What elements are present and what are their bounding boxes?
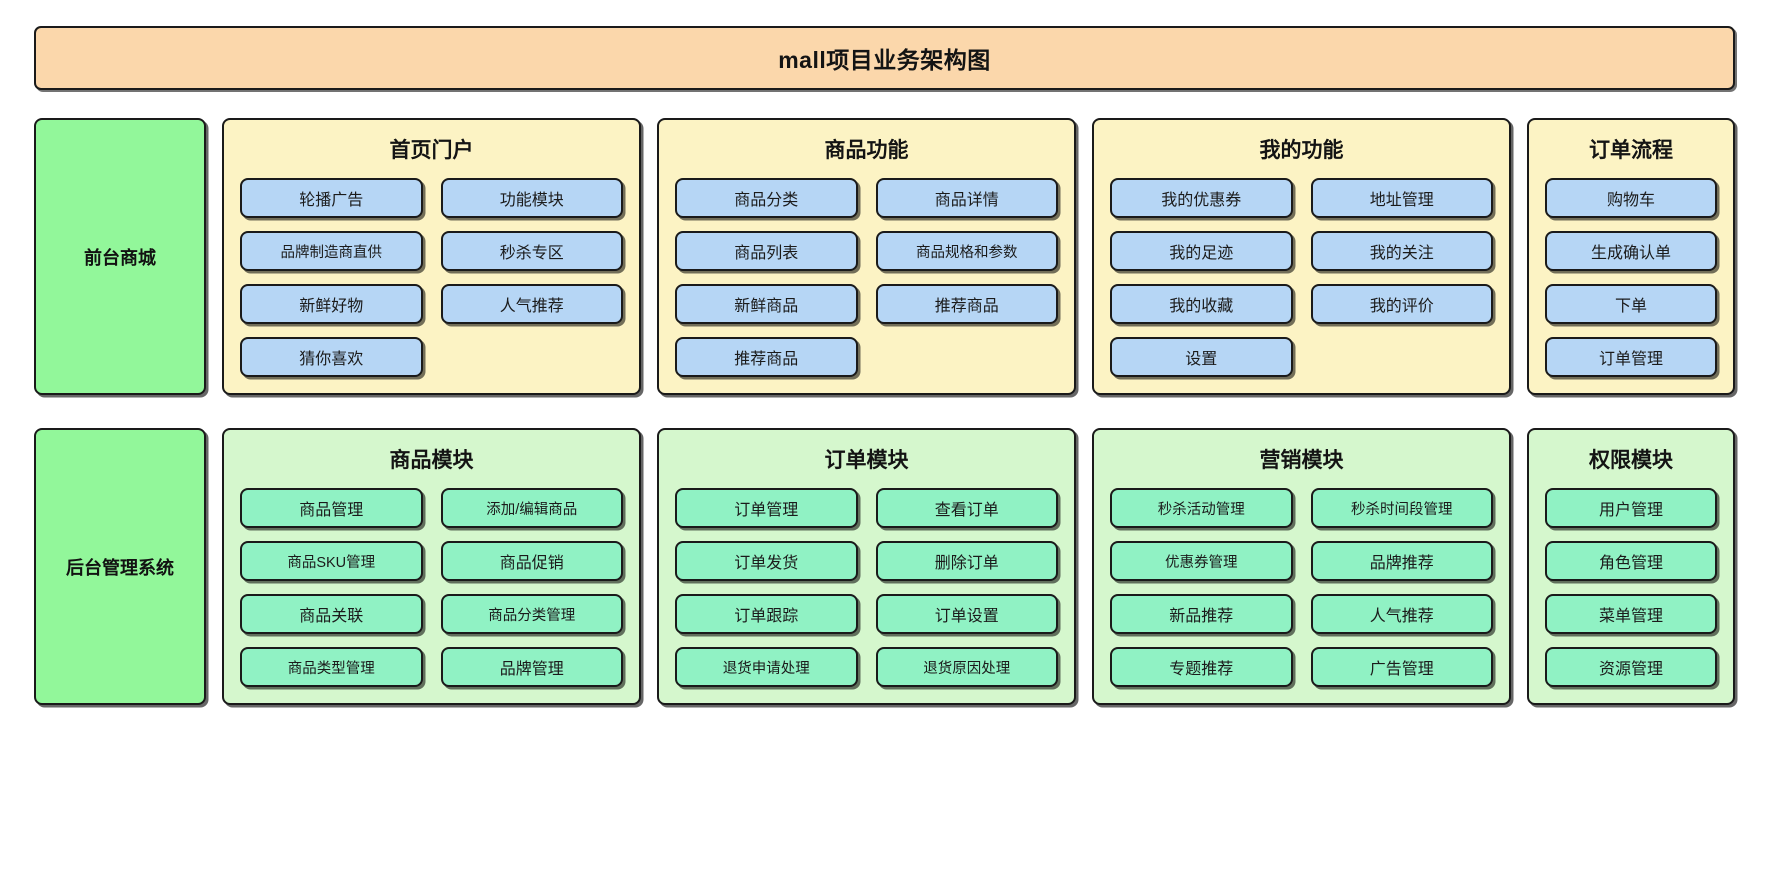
- diagram-title-banner: mall项目业务架构图: [34, 26, 1735, 90]
- backend-group-list: 商品模块 商品管理 添加/编辑商品 商品SKU管理 商品促销 商品关联 商品分类…: [222, 428, 1735, 705]
- node-my-favorites[interactable]: 我的收藏: [1110, 284, 1293, 324]
- node-fresh-goods[interactable]: 新鲜好物: [240, 284, 423, 324]
- node-product-category-admin[interactable]: 商品分类管理: [440, 594, 623, 634]
- node-popular-recommend-admin[interactable]: 人气推荐: [1310, 594, 1493, 634]
- group-product-module-title: 商品模块: [389, 449, 474, 472]
- node-address-management[interactable]: 地址管理: [1310, 178, 1493, 218]
- group-product-module-items: 商品管理 添加/编辑商品 商品SKU管理 商品促销 商品关联 商品分类管理 商品…: [240, 488, 623, 687]
- node-role-admin[interactable]: 角色管理: [1545, 541, 1717, 581]
- node-view-order[interactable]: 查看订单: [875, 488, 1058, 528]
- node-product-spec-and-params[interactable]: 商品规格和参数: [875, 231, 1058, 271]
- node-topic-recommend[interactable]: 专题推荐: [1110, 647, 1293, 687]
- node-product-admin[interactable]: 商品管理: [240, 488, 423, 528]
- node-my-footprints[interactable]: 我的足迹: [1110, 231, 1293, 271]
- node-order-admin[interactable]: 订单管理: [675, 488, 858, 528]
- node-product-category[interactable]: 商品分类: [675, 178, 858, 218]
- group-marketing-module-items: 秒杀活动管理 秒杀时间段管理 优惠券管理 品牌推荐 新品推荐 人气推荐 专题推荐…: [1110, 488, 1493, 687]
- group-order-flow: 订单流程 购物车 生成确认单 下单 订单管理: [1527, 118, 1735, 395]
- node-popular-recommend[interactable]: 人气推荐: [440, 284, 623, 324]
- node-menu-admin[interactable]: 菜单管理: [1545, 594, 1717, 634]
- node-product-detail[interactable]: 商品详情: [875, 178, 1058, 218]
- group-product-function-items: 商品分类 商品详情 商品列表 商品规格和参数 新鲜商品 推荐商品 推荐商品: [675, 178, 1058, 377]
- group-my-function-items: 我的优惠券 地址管理 我的足迹 我的关注 我的收藏 我的评价 设置: [1110, 178, 1493, 377]
- node-product-promotion[interactable]: 商品促销: [440, 541, 623, 581]
- node-feature-module[interactable]: 功能模块: [440, 178, 623, 218]
- node-brand-admin[interactable]: 品牌管理: [440, 647, 623, 687]
- group-product-module: 商品模块 商品管理 添加/编辑商品 商品SKU管理 商品促销 商品关联 商品分类…: [222, 428, 641, 705]
- node-new-product-recommend[interactable]: 新品推荐: [1110, 594, 1293, 634]
- node-ad-admin[interactable]: 广告管理: [1310, 647, 1493, 687]
- frontend-group-list: 首页门户 轮播广告 功能模块 品牌制造商直供 秒杀专区 新鲜好物 人气推荐 猜你…: [222, 118, 1735, 395]
- node-order-settings[interactable]: 订单设置: [875, 594, 1058, 634]
- group-marketing-module-title: 营销模块: [1259, 449, 1344, 472]
- group-marketing-module: 营销模块 秒杀活动管理 秒杀时间段管理 优惠券管理 品牌推荐 新品推荐 人气推荐…: [1092, 428, 1511, 705]
- node-add-edit-product[interactable]: 添加/编辑商品: [440, 488, 623, 528]
- group-order-module-items: 订单管理 查看订单 订单发货 删除订单 订单跟踪 订单设置 退货申请处理 退货原…: [675, 488, 1058, 687]
- group-home-portal: 首页门户 轮播广告 功能模块 品牌制造商直供 秒杀专区 新鲜好物 人气推荐 猜你…: [222, 118, 641, 395]
- node-product-sku-admin[interactable]: 商品SKU管理: [240, 541, 423, 581]
- node-carousel-ad[interactable]: 轮播广告: [240, 178, 423, 218]
- node-my-coupons[interactable]: 我的优惠券: [1110, 178, 1293, 218]
- node-product-type-admin[interactable]: 商品类型管理: [240, 647, 423, 687]
- group-order-flow-items: 购物车 生成确认单 下单 订单管理: [1545, 178, 1717, 377]
- group-home-portal-items: 轮播广告 功能模块 品牌制造商直供 秒杀专区 新鲜好物 人气推荐 猜你喜欢: [240, 178, 623, 377]
- node-brand-recommend[interactable]: 品牌推荐: [1310, 541, 1493, 581]
- node-flash-sale-activity-admin[interactable]: 秒杀活动管理: [1110, 488, 1293, 528]
- diagram-row-frontend: 前台商城 首页门户 轮播广告 功能模块 品牌制造商直供 秒杀专区 新鲜好物 人气…: [34, 118, 1735, 395]
- group-my-function-title: 我的功能: [1259, 139, 1344, 162]
- node-coupon-admin[interactable]: 优惠券管理: [1110, 541, 1293, 581]
- node-order-tracking[interactable]: 订单跟踪: [675, 594, 858, 634]
- diagram-row-backend: 后台管理系统 商品模块 商品管理 添加/编辑商品 商品SKU管理 商品促销 商品…: [34, 428, 1735, 705]
- group-permission-module-title: 权限模块: [1589, 449, 1673, 472]
- node-return-request-handling[interactable]: 退货申请处理: [675, 647, 858, 687]
- group-product-function-title: 商品功能: [824, 139, 909, 162]
- node-guess-you-like[interactable]: 猜你喜欢: [240, 337, 423, 377]
- node-fresh-products[interactable]: 新鲜商品: [675, 284, 858, 324]
- node-my-follows[interactable]: 我的关注: [1310, 231, 1493, 271]
- row-label-frontend: 前台商城: [34, 118, 206, 395]
- node-generate-confirmation[interactable]: 生成确认单: [1545, 231, 1717, 271]
- node-shopping-cart[interactable]: 购物车: [1545, 178, 1717, 218]
- group-order-module-title: 订单模块: [824, 449, 909, 472]
- row-label-backend: 后台管理系统: [34, 428, 206, 705]
- node-settings[interactable]: 设置: [1110, 337, 1293, 377]
- group-permission-module: 权限模块 用户管理 角色管理 菜单管理 资源管理: [1527, 428, 1735, 705]
- node-recommended-products-2[interactable]: 推荐商品: [675, 337, 858, 377]
- node-flash-sale-timeslot-admin[interactable]: 秒杀时间段管理: [1310, 488, 1493, 528]
- node-product-list[interactable]: 商品列表: [675, 231, 858, 271]
- group-my-function: 我的功能 我的优惠券 地址管理 我的足迹 我的关注 我的收藏 我的评价 设置: [1092, 118, 1511, 395]
- group-permission-module-items: 用户管理 角色管理 菜单管理 资源管理: [1545, 488, 1717, 687]
- node-place-order[interactable]: 下单: [1545, 284, 1717, 324]
- node-recommended-products[interactable]: 推荐商品: [875, 284, 1058, 324]
- diagram-title: mall项目业务架构图: [778, 47, 991, 73]
- node-resource-admin[interactable]: 资源管理: [1545, 647, 1717, 687]
- node-product-relation[interactable]: 商品关联: [240, 594, 423, 634]
- node-return-reason-handling[interactable]: 退货原因处理: [875, 647, 1058, 687]
- group-product-function: 商品功能 商品分类 商品详情 商品列表 商品规格和参数 新鲜商品 推荐商品 推荐…: [657, 118, 1076, 395]
- node-delete-order[interactable]: 删除订单: [875, 541, 1058, 581]
- group-home-portal-title: 首页门户: [389, 139, 474, 162]
- node-user-admin[interactable]: 用户管理: [1545, 488, 1717, 528]
- row-label-frontend-text: 前台商城: [84, 247, 156, 268]
- node-order-management[interactable]: 订单管理: [1545, 337, 1717, 377]
- node-brand-direct-supply[interactable]: 品牌制造商直供: [240, 231, 423, 271]
- node-order-shipment[interactable]: 订单发货: [675, 541, 858, 581]
- row-label-backend-text: 后台管理系统: [66, 557, 174, 578]
- group-order-module: 订单模块 订单管理 查看订单 订单发货 删除订单 订单跟踪 订单设置 退货申请处…: [657, 428, 1076, 705]
- node-flash-sale-zone[interactable]: 秒杀专区: [440, 231, 623, 271]
- group-order-flow-title: 订单流程: [1589, 139, 1673, 162]
- node-my-reviews[interactable]: 我的评价: [1310, 284, 1493, 324]
